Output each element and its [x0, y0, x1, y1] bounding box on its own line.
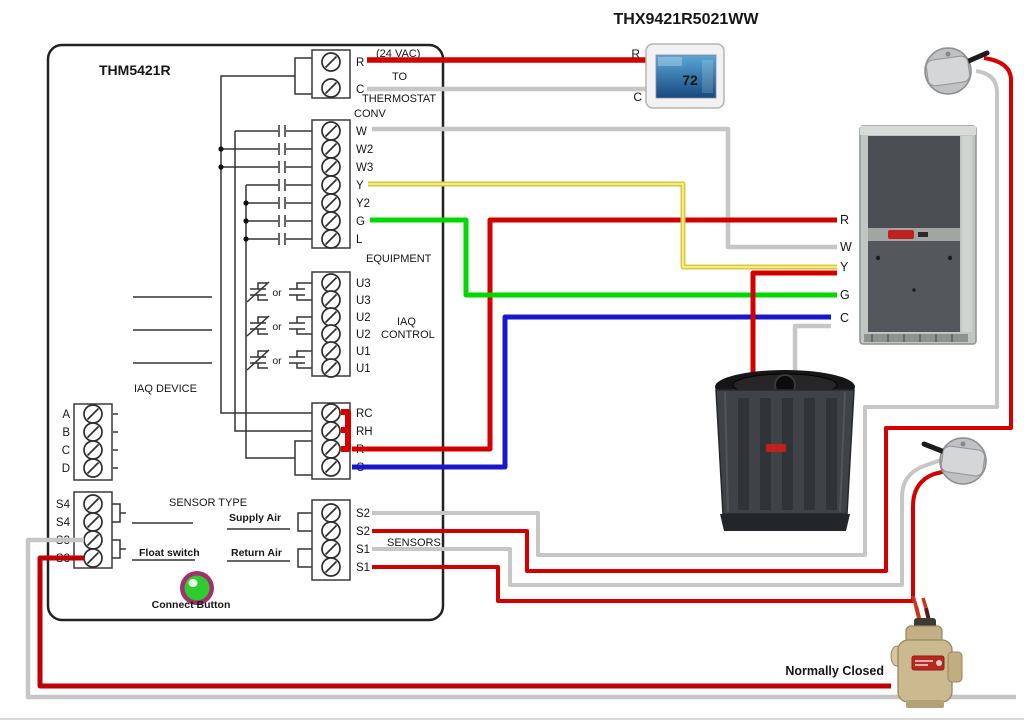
wire-jumper-rc-rh-r — [341, 409, 351, 452]
terminal-y2: Y2 — [356, 198, 370, 210]
furnace-terminal-c: C — [840, 311, 849, 325]
module-internal-wiring — [112, 57, 312, 568]
terminal-rh: RH — [356, 426, 373, 438]
iaq-device-label: IAQ DEVICE — [134, 383, 197, 395]
note-thermostat: THERMOSTAT — [362, 93, 436, 105]
supply-air-sensor — [924, 47, 990, 95]
wire-y-highlight — [368, 183, 837, 268]
wire-s3-red — [37, 555, 891, 689]
terminal-l: L — [356, 234, 363, 246]
condenser-device — [715, 370, 855, 531]
wire-y-condenser — [750, 270, 837, 382]
sensors-label: SENSORS — [387, 537, 441, 549]
terminal-rc: RC — [356, 408, 373, 420]
thermostat-device: 72 — [645, 43, 725, 109]
module-terminal-c: C — [356, 84, 364, 96]
furnace-terminal-y: Y — [840, 260, 849, 274]
wire-w-furnace — [372, 126, 837, 250]
equipment-label: EQUIPMENT — [366, 253, 432, 265]
wire-s2-red — [372, 56, 1013, 573]
terminal-u1b: U1 — [356, 363, 371, 375]
terminal-block-equipment — [311, 119, 351, 249]
module-name: THM5421R — [99, 62, 171, 78]
wire-s1-gray — [372, 458, 942, 587]
terminal-w3: W3 — [356, 162, 373, 174]
wires — [25, 56, 1016, 700]
return-air-label: Return Air — [231, 547, 282, 559]
module-terminal-r: R — [356, 57, 364, 69]
terminal-block-power — [311, 402, 351, 480]
thermostat-temp: 72 — [682, 72, 698, 88]
connect-button-label: Connect Button — [152, 599, 231, 611]
or-label-2: or — [272, 321, 282, 333]
terminal-s1a: S1 — [356, 544, 370, 556]
thermostat-model-title: THX9421R5021WW — [614, 11, 760, 28]
terminal-c2: C — [62, 445, 70, 457]
terminal-u2b: U2 — [356, 329, 371, 341]
terminal-block-abcd — [73, 403, 113, 481]
terminal-block-sensors — [311, 499, 351, 581]
thermostat-screen — [655, 54, 717, 99]
furnace-terminal-r: R — [840, 213, 849, 227]
terminal-b: B — [62, 427, 70, 439]
normally-closed-label: Normally Closed — [785, 664, 884, 678]
valve-label-badge — [911, 655, 945, 671]
terminal-block-s4s3 — [73, 491, 113, 569]
terminal-a: A — [62, 409, 70, 421]
return-air-sensor — [921, 437, 987, 485]
terminal-s1b: S1 — [356, 562, 370, 574]
thermostat-terminal-c: C — [633, 90, 642, 104]
terminal-y: Y — [356, 180, 364, 192]
wire-c-furnace — [352, 314, 831, 470]
terminal-s4b: S4 — [56, 517, 71, 529]
thermostat-terminal-r: R — [631, 47, 640, 61]
terminal-w2: W2 — [356, 144, 373, 156]
float-switch-label: Float switch — [139, 547, 200, 559]
terminal-d: D — [62, 463, 70, 475]
terminal-u3b: U3 — [356, 295, 371, 307]
terminal-u3a: U3 — [356, 278, 371, 290]
terminal-g: G — [356, 216, 365, 228]
sensor-type-header: SENSOR TYPE — [169, 497, 247, 509]
or-label-1: or — [272, 287, 282, 299]
furnace-device — [859, 125, 977, 345]
terminal-u2a: U2 — [356, 312, 371, 324]
condenser-logo-badge — [766, 444, 786, 452]
terminal-block-iaq — [311, 271, 351, 378]
wire-r-furnace — [352, 217, 837, 452]
wire-c-condenser — [792, 323, 831, 382]
connect-button — [180, 571, 214, 605]
wire-s3-gray — [25, 537, 1016, 700]
iaq-sensor-symbols — [246, 281, 312, 371]
wire-s2-gray — [372, 69, 999, 557]
furnace-terminal-g: G — [840, 288, 850, 302]
terminal-s2a: S2 — [356, 508, 370, 520]
terminal-s4a: S4 — [56, 499, 71, 511]
furnace-terminal-w: W — [840, 240, 852, 254]
furnace-logo-badge — [888, 230, 914, 239]
terminal-s2b: S2 — [356, 526, 370, 538]
note-to: TO — [392, 71, 408, 83]
note-24vac: (24 VAC) — [376, 48, 420, 60]
wire-s1-red — [372, 469, 947, 603]
or-label-3: or — [272, 355, 282, 367]
terminal-u1a: U1 — [356, 346, 371, 358]
terminal-block-thermostat — [311, 49, 351, 99]
supply-air-label: Supply Air — [229, 512, 281, 524]
control-label: CONTROL — [381, 329, 435, 341]
conv-label: CONV — [354, 108, 386, 120]
iaq-label: IAQ — [397, 316, 416, 328]
float-switch-valve — [890, 595, 963, 708]
wire-g-furnace — [370, 217, 837, 298]
terminal-w: W — [356, 126, 367, 138]
